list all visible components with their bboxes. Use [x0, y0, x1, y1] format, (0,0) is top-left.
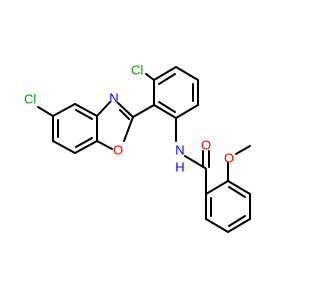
- atom-label-cl: Cl: [24, 92, 36, 107]
- atom-label-h: H: [175, 160, 184, 175]
- bond-oxazole-aryl: [132, 104, 155, 118]
- bond-c-cl: [145, 73, 155, 81]
- atom-label-cl: Cl: [131, 63, 143, 78]
- bond: [74, 140, 98, 154]
- bond: [74, 103, 98, 117]
- molecule-structure-diagram: Cl N O Cl N H O O: [24, 63, 251, 233]
- double-bond-inner: [158, 101, 176, 113]
- bond: [52, 103, 76, 117]
- double-bond-inner: [119, 109, 130, 120]
- double-bond-inner: [75, 137, 93, 148]
- bond: [96, 140, 113, 150]
- chlorophenyl-ring: [153, 66, 199, 119]
- atom-label-o: O: [201, 138, 211, 153]
- bond: [175, 66, 199, 81]
- bond: [123, 116, 134, 142]
- double-bond-inner: [75, 109, 93, 120]
- atom-label-o: O: [113, 143, 123, 158]
- bond-n-carbonyl: [184, 155, 206, 169]
- oxazole-ring: [96, 101, 134, 150]
- benzoxazole-benzene-ring: [52, 103, 98, 154]
- atom-label-n: N: [109, 91, 118, 106]
- bond: [205, 180, 229, 195]
- bond: [175, 104, 199, 119]
- bond: [52, 140, 76, 154]
- bond-o-ch3: [235, 145, 251, 155]
- double-bond-inner: [228, 215, 246, 227]
- double-bond-inner: [158, 73, 176, 85]
- methoxyphenyl-ring: [205, 180, 251, 233]
- bond: [117, 102, 134, 118]
- bond: [153, 66, 177, 81]
- double-bond-inner: [228, 186, 246, 198]
- bond-c-cl: [37, 106, 54, 117]
- bond: [153, 104, 177, 119]
- bond: [205, 218, 229, 233]
- bond: [227, 218, 251, 233]
- bond: [96, 101, 111, 117]
- atom-label-n: N: [175, 143, 184, 158]
- bond: [227, 180, 251, 195]
- atom-label-o: O: [224, 151, 234, 166]
